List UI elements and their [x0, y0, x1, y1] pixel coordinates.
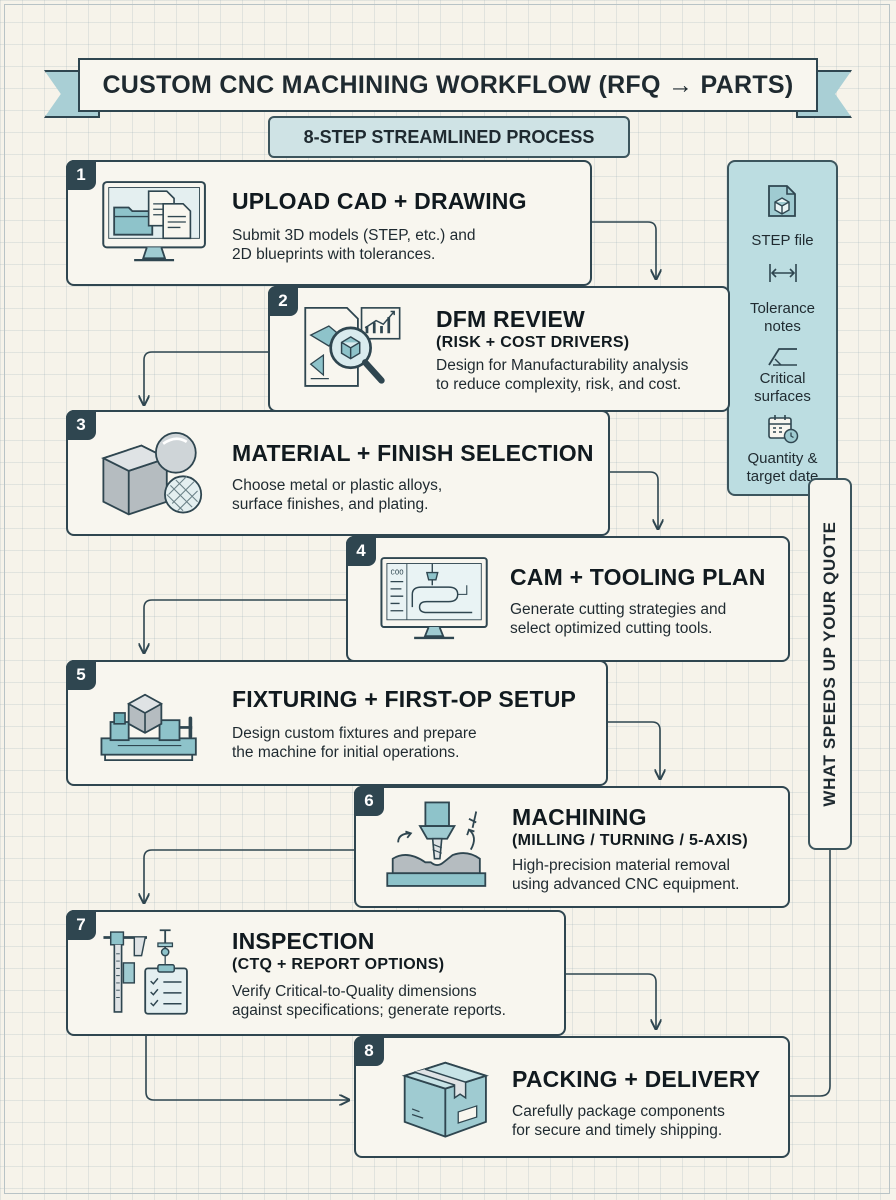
step-card-1: 1 UPLOAD CAD + DRAWING Submit 3D models …: [66, 160, 592, 286]
step-subtitle: (RISK + COST DRIVERS): [436, 334, 630, 351]
step-card-6: 6 MACHINING (MILLING / TURNING / 5-AXIS)…: [354, 786, 790, 908]
step-number: 5: [66, 660, 96, 690]
page-frame: [4, 4, 890, 1194]
arrow-3-4: [610, 471, 658, 528]
sidebar-item-step-file: STEP file: [751, 232, 814, 249]
step-card-5: 5 FIXTURING + FIRST-OP SETUP Design cust…: [66, 660, 608, 786]
material-samples-icon: [101, 431, 203, 516]
step-title: PACKING + DELIVERY: [512, 1066, 761, 1092]
step-description-line: Design for Manufacturability analysis: [436, 357, 689, 374]
arrow-2-3: [144, 351, 268, 404]
arrow-sidebar-to-packing: [790, 850, 831, 1097]
dimension-arrow-icon: [769, 264, 797, 282]
step-title: MATERIAL + FINISH SELECTION: [232, 440, 594, 466]
step-description-line: Design custom fixtures and prepare: [232, 725, 477, 742]
step-subtitle: (CTQ + REPORT OPTIONS): [232, 956, 445, 973]
step-title: INSPECTION: [232, 928, 375, 954]
step-number: 7: [66, 910, 96, 940]
step-description-line: against specifications; generate reports…: [232, 1002, 506, 1019]
step-number: 6: [354, 786, 384, 816]
step-description-line: High-precision material removal: [512, 857, 730, 874]
step-file-icon: [768, 185, 796, 217]
step-number: 2: [268, 286, 298, 316]
shipping-box-icon: [401, 1061, 489, 1138]
step-number: 3: [66, 410, 96, 440]
cam-toolpath-monitor-icon: COO: [380, 557, 488, 640]
step-number: 8: [354, 1036, 384, 1066]
step-description-line: surface finishes, and plating.: [232, 496, 429, 513]
step-description-line: to reduce complexity, risk, and cost.: [436, 376, 682, 393]
spindle-cutter-icon: [386, 801, 487, 887]
step-card-4: 4 COO CAM + TOOLING PLAN Generate cuttin…: [346, 536, 790, 662]
step-title: FIXTURING + FIRST-OP SETUP: [232, 686, 577, 712]
step-card-8: 8 PACKING + DELIVERY Carefully package c…: [354, 1036, 790, 1158]
sidebar-item-tolerance-2: notes: [764, 318, 801, 335]
arrow-7-8a: [566, 973, 656, 1028]
vise-fixture-icon: [100, 693, 197, 762]
step-description-line: the machine for initial operations.: [232, 744, 460, 761]
caliper-checklist-icon: [103, 929, 188, 1015]
computer-folder-files-icon: [102, 181, 206, 262]
step-card-3: 3 MATERIAL + FINISH SELECTION Choose met…: [66, 410, 610, 536]
quote-checklist-panel: STEP file Tolerance notes Critical surfa…: [727, 160, 838, 496]
step-description-line: Choose metal or plastic alloys,: [232, 477, 443, 494]
sidebar-heading: WHAT SPEEDS UP YOUR QUOTE: [820, 521, 839, 807]
page-title: CUSTOM CNC MACHINING WORKFLOW (RFQ → PAR…: [78, 58, 818, 112]
title-banner: CUSTOM CNC MACHINING WORKFLOW (RFQ → PAR…: [44, 52, 852, 132]
surface-finish-icon: [768, 348, 797, 366]
step-description-line: Generate cutting strategies and: [510, 601, 727, 618]
step-title: MACHINING: [512, 804, 647, 830]
step-title: DFM REVIEW: [436, 306, 585, 332]
sidebar-item-critical: Critical: [759, 370, 806, 387]
step-card-7: 7 INSPECTION (CTQ + REPORT OPTIONS) Veri…: [66, 910, 566, 1036]
arrow-6-7: [144, 849, 354, 902]
svg-text:COO: COO: [391, 569, 404, 577]
step-description-line: for secure and timely shipping.: [512, 1122, 723, 1139]
step-description-line: Carefully package components: [512, 1103, 725, 1120]
step-description-line: 2D blueprints with tolerances.: [232, 246, 436, 263]
step-subtitle: (MILLING / TURNING / 5-AXIS): [512, 832, 748, 849]
sidebar-item-quantity: Quantity &: [747, 450, 818, 467]
step-description-line: Verify Critical-to-Quality dimensions: [232, 983, 477, 1000]
step-description-line: select optimized cutting tools.: [510, 620, 713, 637]
step-number: 1: [66, 160, 96, 190]
step-title: CAM + TOOLING PLAN: [510, 564, 766, 590]
step-number: 4: [346, 536, 376, 566]
sidebar-item-critical-2: surfaces: [754, 388, 811, 405]
arrow-7-8b: [145, 1036, 348, 1100]
step-description-line: Submit 3D models (STEP, etc.) and: [232, 227, 476, 244]
arrow-1-2: [592, 221, 656, 278]
step-description-line: using advanced CNC equipment.: [512, 876, 740, 893]
sidebar-heading-tab: WHAT SPEEDS UP YOUR QUOTE: [808, 478, 852, 850]
sidebar-item-tolerance: Tolerance: [749, 300, 816, 317]
page-subtitle: 8-STEP STREAMLINED PROCESS: [268, 116, 630, 158]
sidebar-item-quantity-2: target date: [746, 468, 819, 485]
arrow-5-6: [608, 721, 660, 778]
step-card-2: 2 DFM REVIEW (RISK + COST DRIVERS) Desig…: [268, 286, 730, 412]
step-title: UPLOAD CAD + DRAWING: [232, 188, 527, 214]
arrow-4-5: [144, 599, 346, 652]
magnifier-part-analysis-icon: [304, 306, 401, 387]
calendar-clock-icon: [768, 415, 799, 444]
